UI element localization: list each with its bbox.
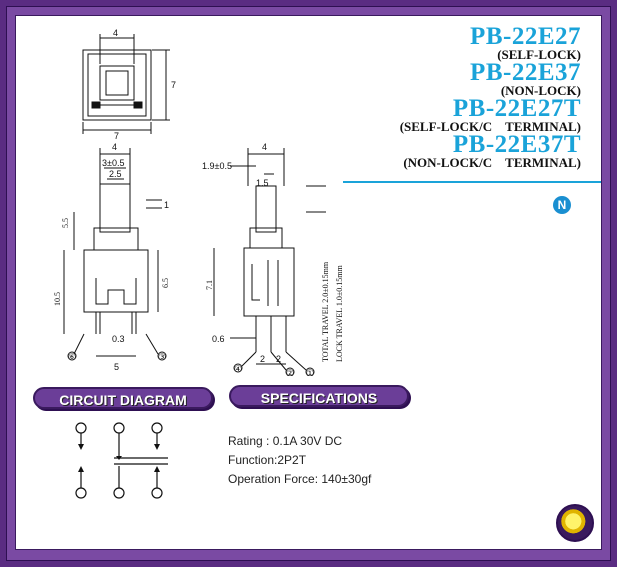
front-dim-right-mid: 6.5 xyxy=(161,278,170,288)
side-pin-1: ① xyxy=(306,368,314,376)
mechanical-drawings: 4 7 7 xyxy=(53,28,344,376)
front-dim-pin-pitch: 5 xyxy=(114,362,119,372)
side-dim-top: 4 xyxy=(262,142,267,152)
side-pin-2: ② xyxy=(286,368,294,376)
model-pb22e37t: PB-22E37T xyxy=(452,131,581,158)
front-pin-6: ⑥ xyxy=(68,352,76,362)
n-badge-icon: N xyxy=(553,196,571,214)
variant-non-lock-c-terminal: (NON-LOCK/C TERMINAL) xyxy=(403,155,581,170)
front-dim-top: 4 xyxy=(112,142,117,152)
circuit-diagram-heading: CIRCUIT DIAGRAM xyxy=(33,387,213,409)
model-pb22e27: PB-22E27 xyxy=(470,23,581,50)
front-dim-inner1: 3±0.5 xyxy=(102,158,124,168)
spec-operation-force: Operation Force: 140±30gf xyxy=(228,472,372,486)
variant-non-lock: (NON-LOCK) xyxy=(500,83,581,98)
top-view-width-bottom: 7 xyxy=(114,131,119,141)
spec-rating: Rating : 0.1A 30V DC xyxy=(228,434,343,448)
side-dim-inner: 1.5 xyxy=(256,178,269,188)
front-pin-3: ③ xyxy=(158,352,166,362)
title-rule xyxy=(343,181,601,183)
side-dim-pitch-b: 2 xyxy=(276,354,281,364)
side-view xyxy=(213,148,326,376)
side-pin-4: ④ xyxy=(234,364,242,374)
company-logo-icon xyxy=(556,504,594,542)
total-travel-label: TOTAL TRAVEL 2.0±0.15mm xyxy=(321,261,330,362)
model-pb22e37: PB-22E37 xyxy=(470,59,581,86)
top-view xyxy=(82,34,170,134)
variant-self-lock-c-terminal: (SELF-LOCK/C TERMINAL) xyxy=(399,119,581,134)
circuit-diagram xyxy=(75,422,168,499)
specifications-heading: SPECIFICATIONS xyxy=(229,385,409,407)
title-block: PB-22E27 (SELF-LOCK) PB-22E37 (NON-LOCK)… xyxy=(399,23,581,170)
side-dim-left: 7.1 xyxy=(205,280,214,290)
variant-self-lock: (SELF-LOCK) xyxy=(497,47,581,62)
front-dim-pin-gap: 0.3 xyxy=(112,334,125,344)
side-dim-top-left: 1.9±0.5 xyxy=(202,161,232,171)
top-view-width-top: 4 xyxy=(113,28,118,38)
spec-function: Function:2P2T xyxy=(228,453,307,467)
front-dim-left-upper: 5.5 xyxy=(61,218,70,228)
front-dim-left-lower: 10.5 xyxy=(53,292,62,306)
front-dim-inner2: 2.5 xyxy=(109,169,122,179)
front-view xyxy=(63,148,167,361)
lock-travel-label: LOCK TRAVEL 1.0±0.15mm xyxy=(335,265,344,362)
front-dim-small: 1 xyxy=(164,200,169,210)
side-dim-pitch-a: 2 xyxy=(260,354,265,364)
top-view-height: 7 xyxy=(171,80,176,90)
side-dim-pin-offset: 0.6 xyxy=(212,334,225,344)
model-pb22e27t: PB-22E27T xyxy=(452,95,581,122)
datasheet-panel: 4 7 7 xyxy=(15,15,602,550)
